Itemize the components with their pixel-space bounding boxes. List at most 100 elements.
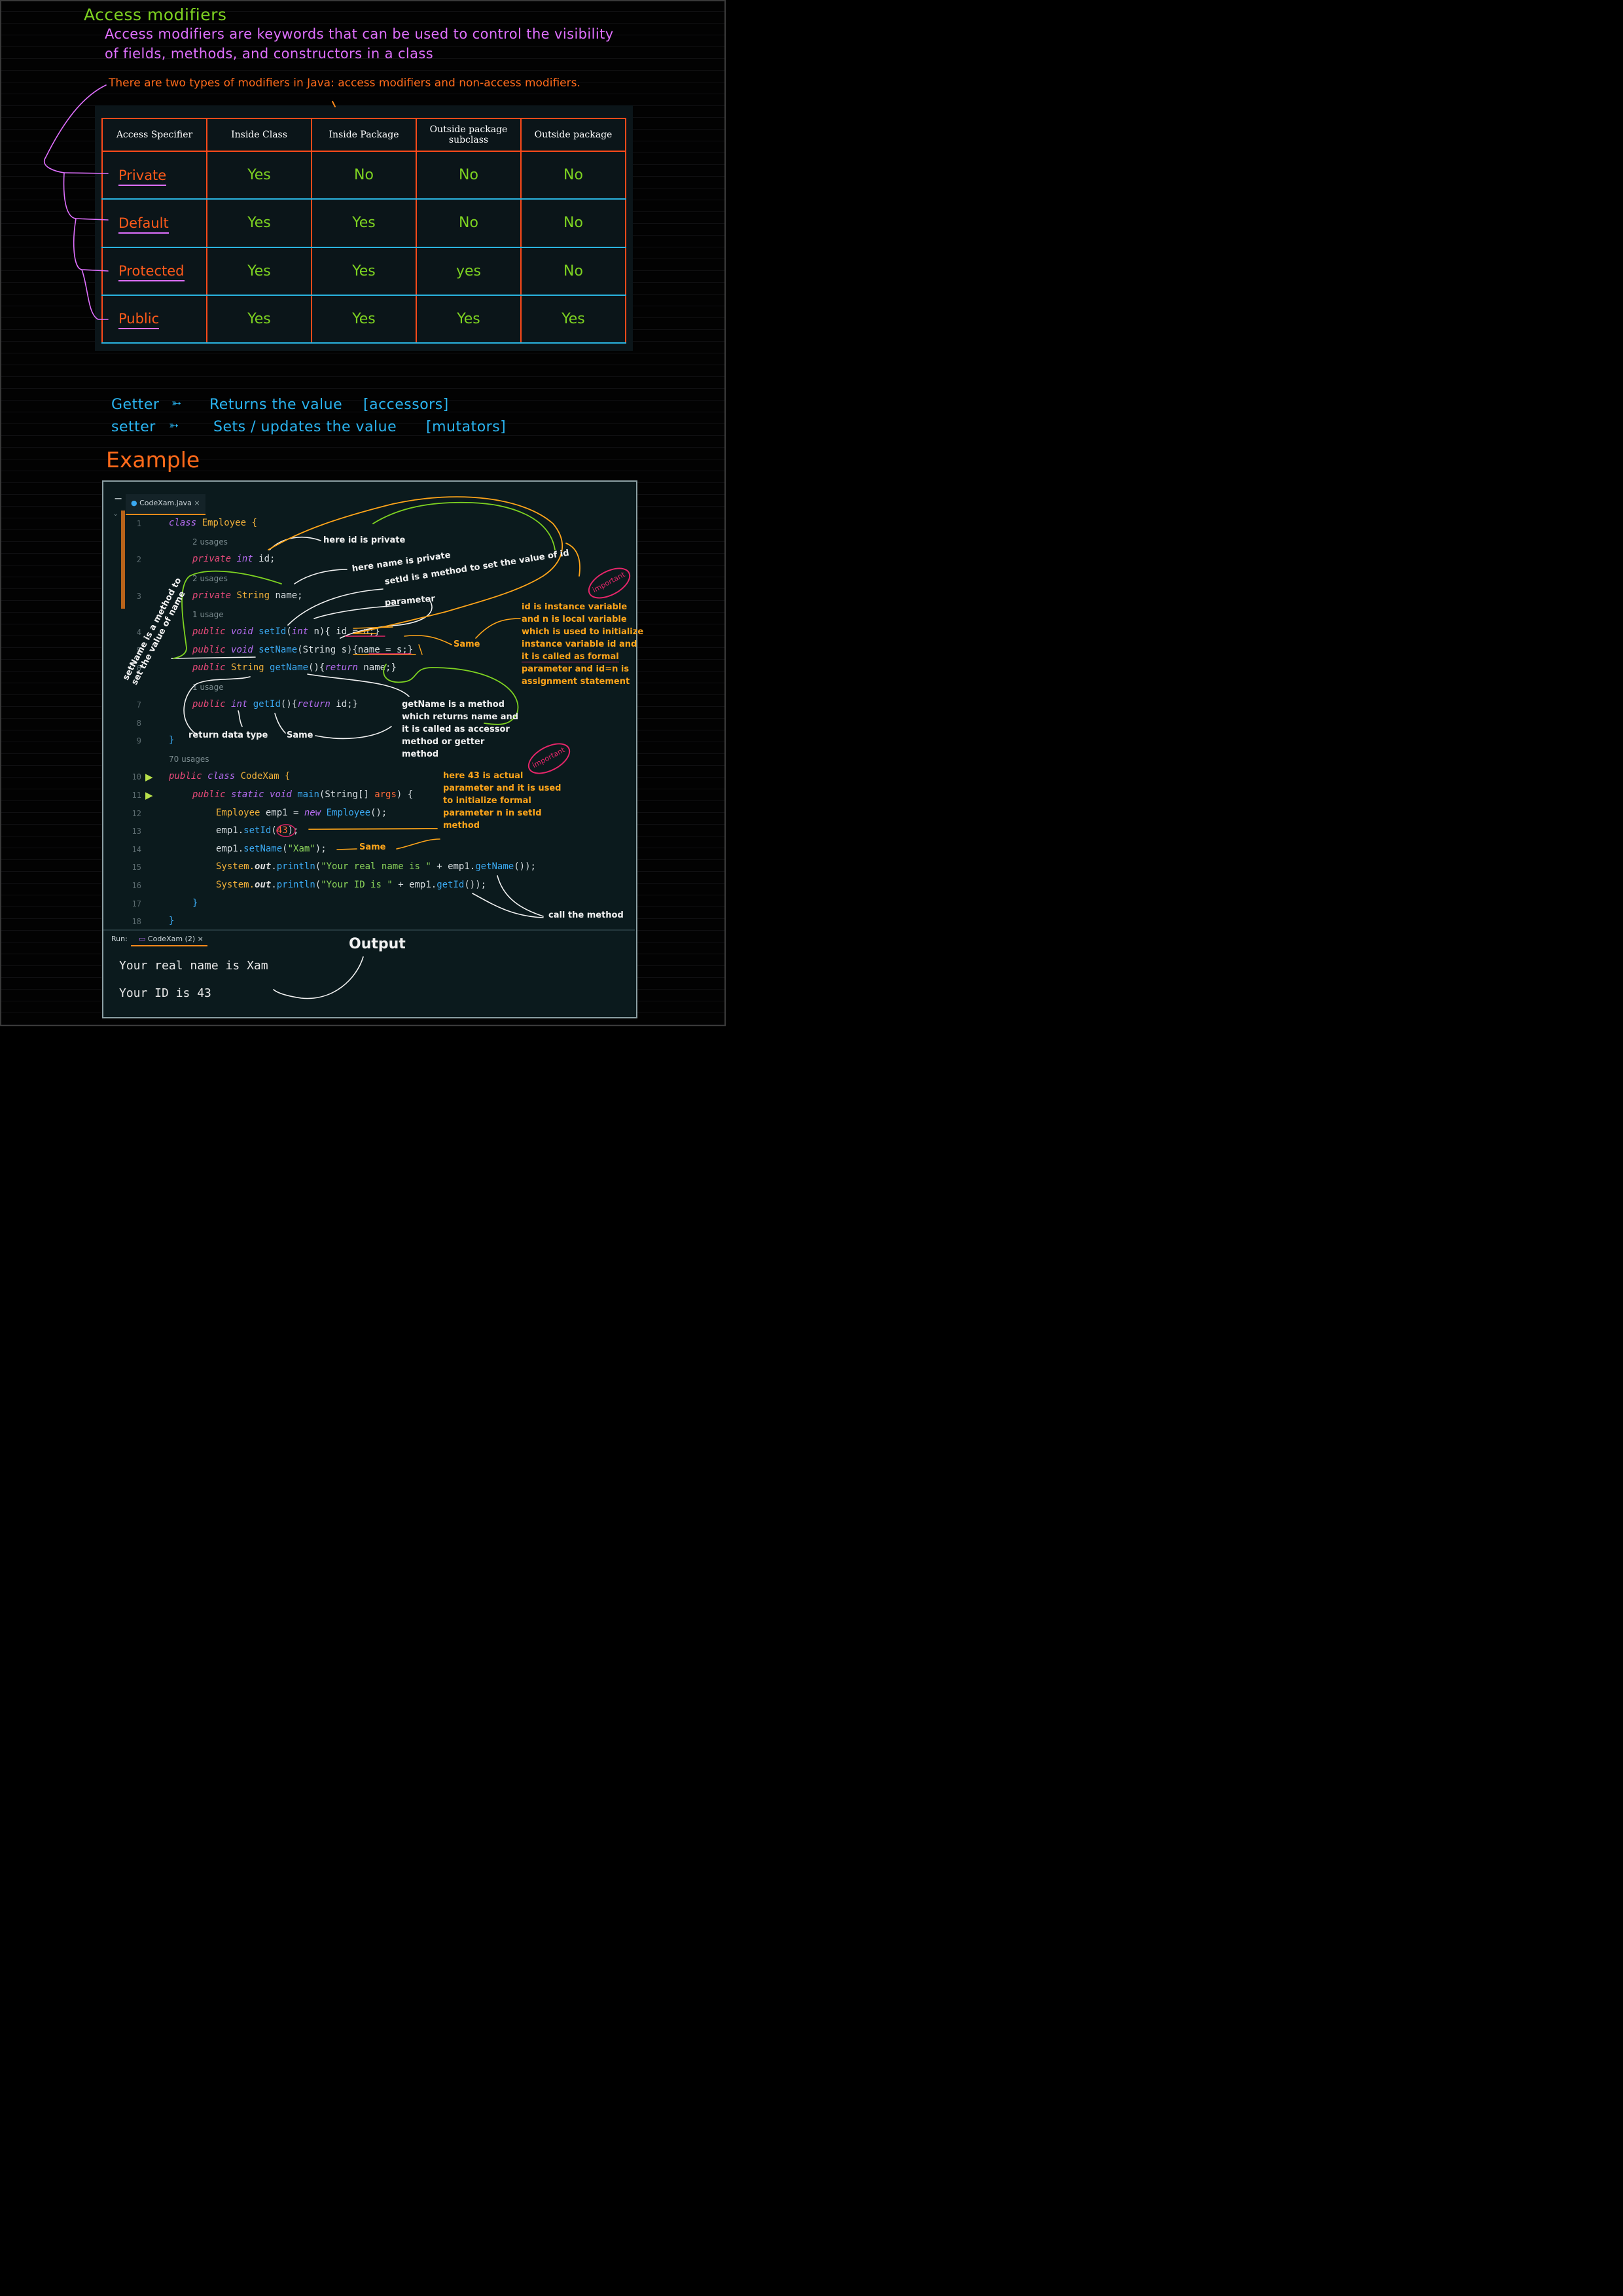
line-number: 11 [132, 791, 141, 800]
code-line[interactable]: public class CodeXam { [169, 771, 291, 781]
usage-hint[interactable]: 2 usages [192, 574, 228, 583]
table-row: Private Yes No No No [101, 150, 626, 200]
table-cell: Yes [416, 294, 522, 344]
code-line[interactable]: } [169, 916, 175, 926]
run-tab-label: CodeXam (2) [147, 935, 196, 943]
code-line[interactable]: public void setId(int n){ id = n;} [192, 626, 380, 637]
code-line[interactable]: emp1.setName("Xam"); [216, 844, 327, 854]
console-output-line: Your real name is Xam [119, 959, 268, 973]
modifier-types-note: There are two types of modifiers in Java… [109, 77, 580, 90]
code-line[interactable]: public int getId(){return id;} [192, 699, 358, 709]
line-number: 6 [136, 664, 141, 673]
header-cell: Inside Class [206, 118, 312, 152]
note-actual-3: to initialize formal [443, 796, 531, 806]
note-getname-5: method [402, 749, 439, 759]
line-number: 5 [136, 646, 141, 655]
note-same-3: Same [359, 842, 386, 852]
table-row: Default Yes Yes No No [101, 198, 626, 248]
file-tab-label: CodeXam.java [139, 499, 192, 507]
chevron-down-icon[interactable]: ⌄ [113, 509, 119, 518]
run-panel-divider [103, 929, 635, 931]
setter-arrow-icon: ➳ [169, 419, 179, 433]
note-actual-4: parameter n in setId [443, 808, 542, 818]
code-line[interactable]: } [169, 735, 175, 745]
code-line[interactable]: } [192, 898, 198, 908]
modifier-label: Public [118, 311, 160, 330]
line-number: 10 [132, 772, 141, 781]
modifier-cell: Protected [101, 246, 207, 296]
setter-term: setter [111, 419, 156, 435]
header-cell: Outside package subclass [416, 118, 522, 152]
file-tab[interactable]: ● CodeXam.java × [126, 494, 205, 515]
output-label: Output [349, 936, 406, 952]
line-number: 15 [132, 863, 141, 872]
run-main-icon[interactable]: ▶ [145, 789, 153, 801]
note-getname-1: getName is a method [402, 700, 505, 709]
close-run-tab-icon[interactable]: × [197, 935, 204, 943]
line-number: 9 [136, 736, 141, 745]
table-cell: Yes [311, 246, 417, 296]
run-class-icon[interactable]: ▶ [145, 771, 153, 783]
code-line[interactable]: Employee emp1 = new Employee(); [216, 808, 387, 818]
usage-hint[interactable]: 1 usage [192, 683, 224, 692]
note-instance-6: parameter and id=n is [522, 664, 630, 674]
note-actual-5: method [443, 821, 480, 831]
usage-hint[interactable]: 70 usages [169, 755, 209, 764]
table-cell: Yes [520, 294, 626, 344]
code-line[interactable]: System.out.println("Your real name is " … [216, 861, 536, 872]
note-instance-1: id is instance variable [522, 602, 628, 612]
note-same-2: Same [454, 639, 480, 649]
run-label: Run: [111, 935, 128, 943]
note-getname-2: which returns name and [402, 712, 519, 722]
modifier-label: Default [118, 215, 169, 234]
line-number: 8 [136, 719, 141, 728]
console-output-line: Your ID is 43 [119, 986, 211, 1000]
code-line[interactable]: private String name; [192, 590, 303, 601]
getter-description: Returns the value [209, 397, 343, 413]
header-cell: Access Specifier [101, 118, 207, 152]
modifier-label: Private [118, 167, 167, 186]
line-number: 16 [132, 881, 141, 890]
code-line[interactable]: class Employee { [169, 518, 257, 528]
line-number: 4 [136, 628, 141, 637]
table-cell: No [520, 246, 626, 296]
line-number: 17 [132, 899, 141, 908]
table-cell: Yes [206, 198, 312, 248]
table-cell: No [416, 150, 522, 200]
table-cell: Yes [311, 198, 417, 248]
page-title: Access modifiers [84, 5, 227, 24]
code-line[interactable]: public String getName(){return name;} [192, 662, 397, 673]
getter-arrow-icon: ➳ [171, 397, 182, 410]
line-number: 2 [136, 555, 141, 564]
table-cell: Yes [206, 150, 312, 200]
note-id-private: here id is private [323, 535, 406, 545]
note-call-method: call the method [548, 910, 624, 920]
code-line[interactable]: private int id; [192, 554, 276, 564]
line-number: 1 [136, 519, 141, 528]
access-table: Access Specifier Inside Class Inside Pac… [101, 118, 626, 344]
table-cell: Yes [206, 294, 312, 344]
definition-line-1: Access modifiers are keywords that can b… [105, 26, 614, 42]
table-cell: No [311, 150, 417, 200]
code-line[interactable]: emp1.setId(43); [216, 825, 299, 836]
line-number: 18 [132, 917, 141, 926]
table-cell: No [520, 150, 626, 200]
code-line[interactable]: System.out.println("Your ID is " + emp1.… [216, 880, 487, 890]
modifier-cell: Private [101, 150, 207, 200]
code-line[interactable]: public static void main(String[] args) { [192, 789, 414, 800]
note-instance-7: assignment statement [522, 677, 630, 687]
code-line[interactable]: public void setName(String s){name = s;} [192, 645, 414, 655]
collapse-icon[interactable]: − [114, 492, 123, 505]
table-header-row: Access Specifier Inside Class Inside Pac… [101, 118, 626, 152]
header-cell: Inside Package [311, 118, 417, 152]
getter-term: Getter [111, 397, 160, 413]
usage-hint[interactable]: 1 usage [192, 610, 224, 619]
note-same: Same [287, 730, 313, 740]
close-tab-icon[interactable]: × [194, 499, 200, 507]
page: { "title": "Access modifiers", "definiti… [0, 0, 726, 1026]
run-tab[interactable]: ▭ CodeXam (2) × [131, 935, 207, 946]
table-cell: Yes [206, 246, 312, 296]
note-actual-1: here 43 is actual [443, 771, 524, 781]
modifier-cell: Default [101, 198, 207, 248]
usage-hint[interactable]: 2 usages [192, 537, 228, 547]
